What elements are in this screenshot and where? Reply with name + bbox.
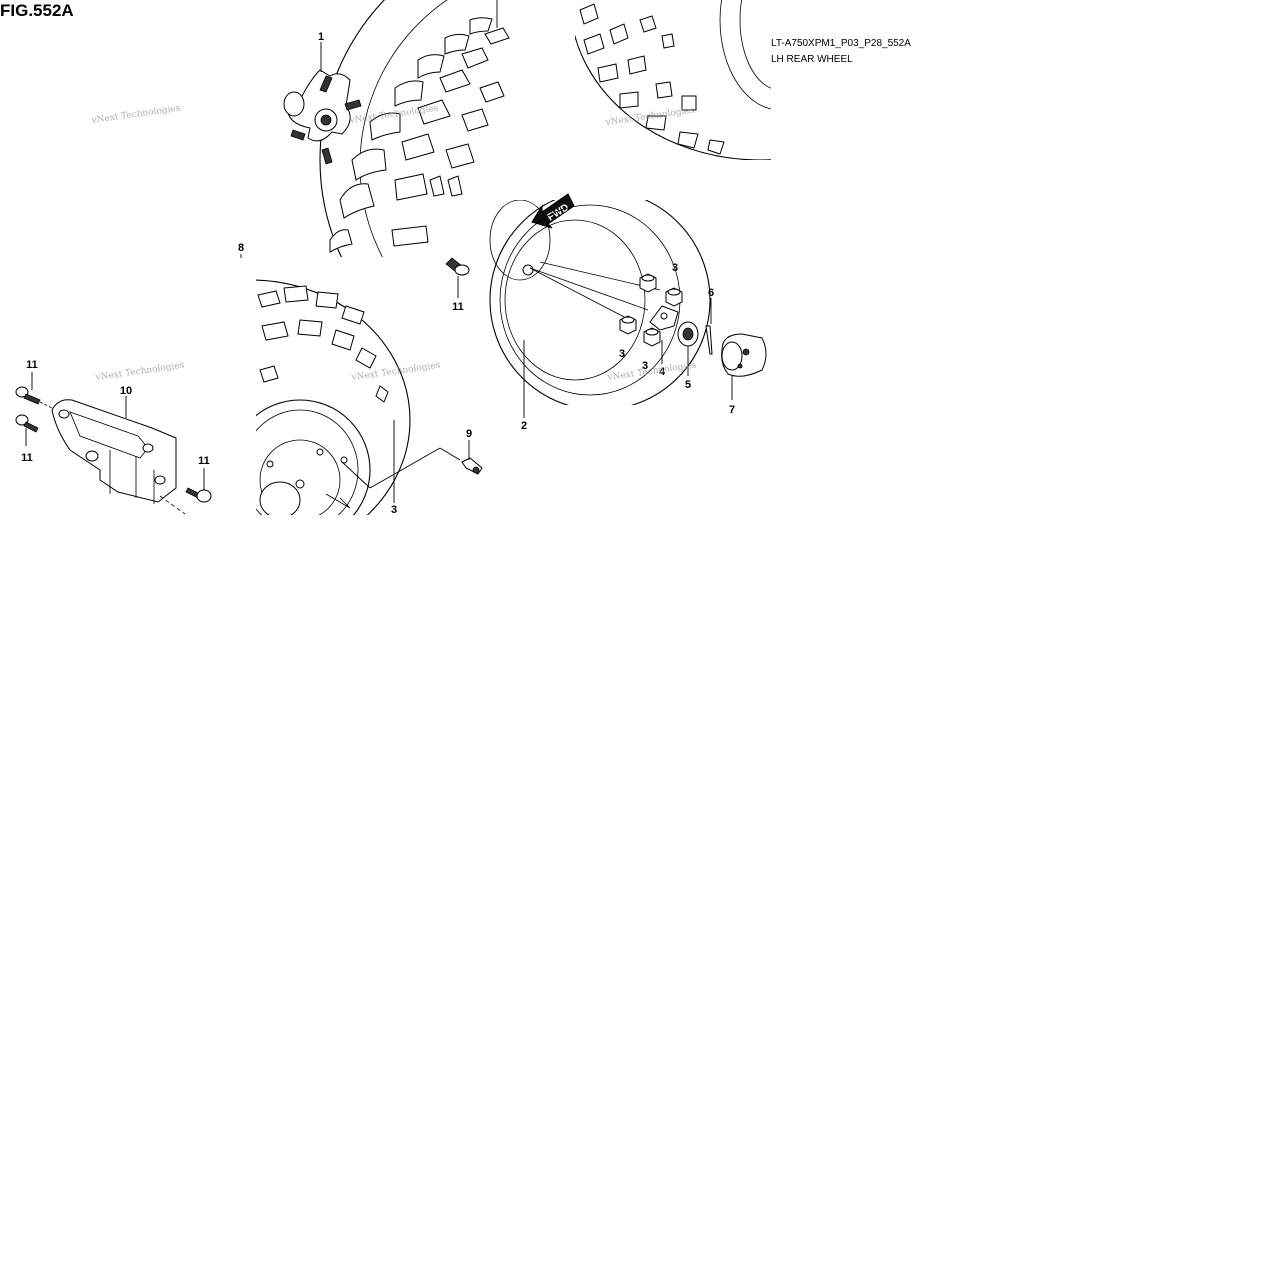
callout-3: 3 (391, 504, 397, 516)
callout-6: 6 (708, 287, 714, 299)
watermark-text: vNext Technologies (606, 361, 697, 384)
wheel-nut (639, 273, 657, 293)
callout-1: 1 (318, 31, 324, 43)
hub-cap-part-7 (721, 333, 767, 377)
wheel-nut (619, 315, 637, 335)
callout-3: 3 (672, 262, 678, 274)
fwd-arrow-icon: FWD (531, 193, 575, 229)
bracket-part-10 (51, 399, 186, 515)
wheel-nut (665, 287, 683, 307)
wheel-nut (643, 327, 661, 347)
callout-11: 11 (452, 301, 464, 313)
watermark-text: vNext Technologies (90, 104, 181, 127)
callout-5: 5 (685, 379, 691, 391)
panel-tire-top-left (283, 0, 510, 257)
panel-tire-bottom (256, 257, 483, 515)
callout-10: 10 (120, 385, 132, 397)
callout-3: 3 (619, 348, 625, 360)
callout-11: 11 (21, 452, 33, 464)
bolt-part-11 (185, 487, 212, 503)
valve-part-9 (461, 457, 483, 475)
callout-11: 11 (198, 455, 210, 467)
callout-9: 9 (466, 428, 472, 440)
callout-11: 11 (26, 359, 38, 371)
callout-4: 4 (659, 366, 666, 378)
bolt-part-11 (445, 257, 470, 276)
watermark-text: vNext Technologies (94, 361, 185, 384)
figure-caption: LH REAR WHEEL (771, 54, 853, 65)
panel-tire-top-right (575, 0, 771, 160)
callout-8: 8 (238, 242, 244, 254)
callout-3: 3 (642, 360, 648, 372)
castle-nut-part-5 (677, 321, 699, 347)
figure-title: FIG.552A (0, 1, 74, 20)
callout-labels: 1 2 3 3 3 3 4 5 6 7 8 9 10 11 11 11 11 (21, 31, 735, 516)
bolt-part-11 (15, 414, 39, 433)
bolt-part-11 (15, 386, 41, 405)
callout-2: 2 (521, 420, 527, 432)
callout-7: 7 (729, 404, 735, 416)
panel-bracket (15, 372, 212, 515)
figure-code: LT-A750XPM1_P03_P28_552A (771, 38, 911, 49)
cotter-pin-part-6 (705, 325, 713, 355)
wheel-hub-part-1 (283, 69, 362, 165)
panel-rim-hardware (489, 200, 767, 418)
